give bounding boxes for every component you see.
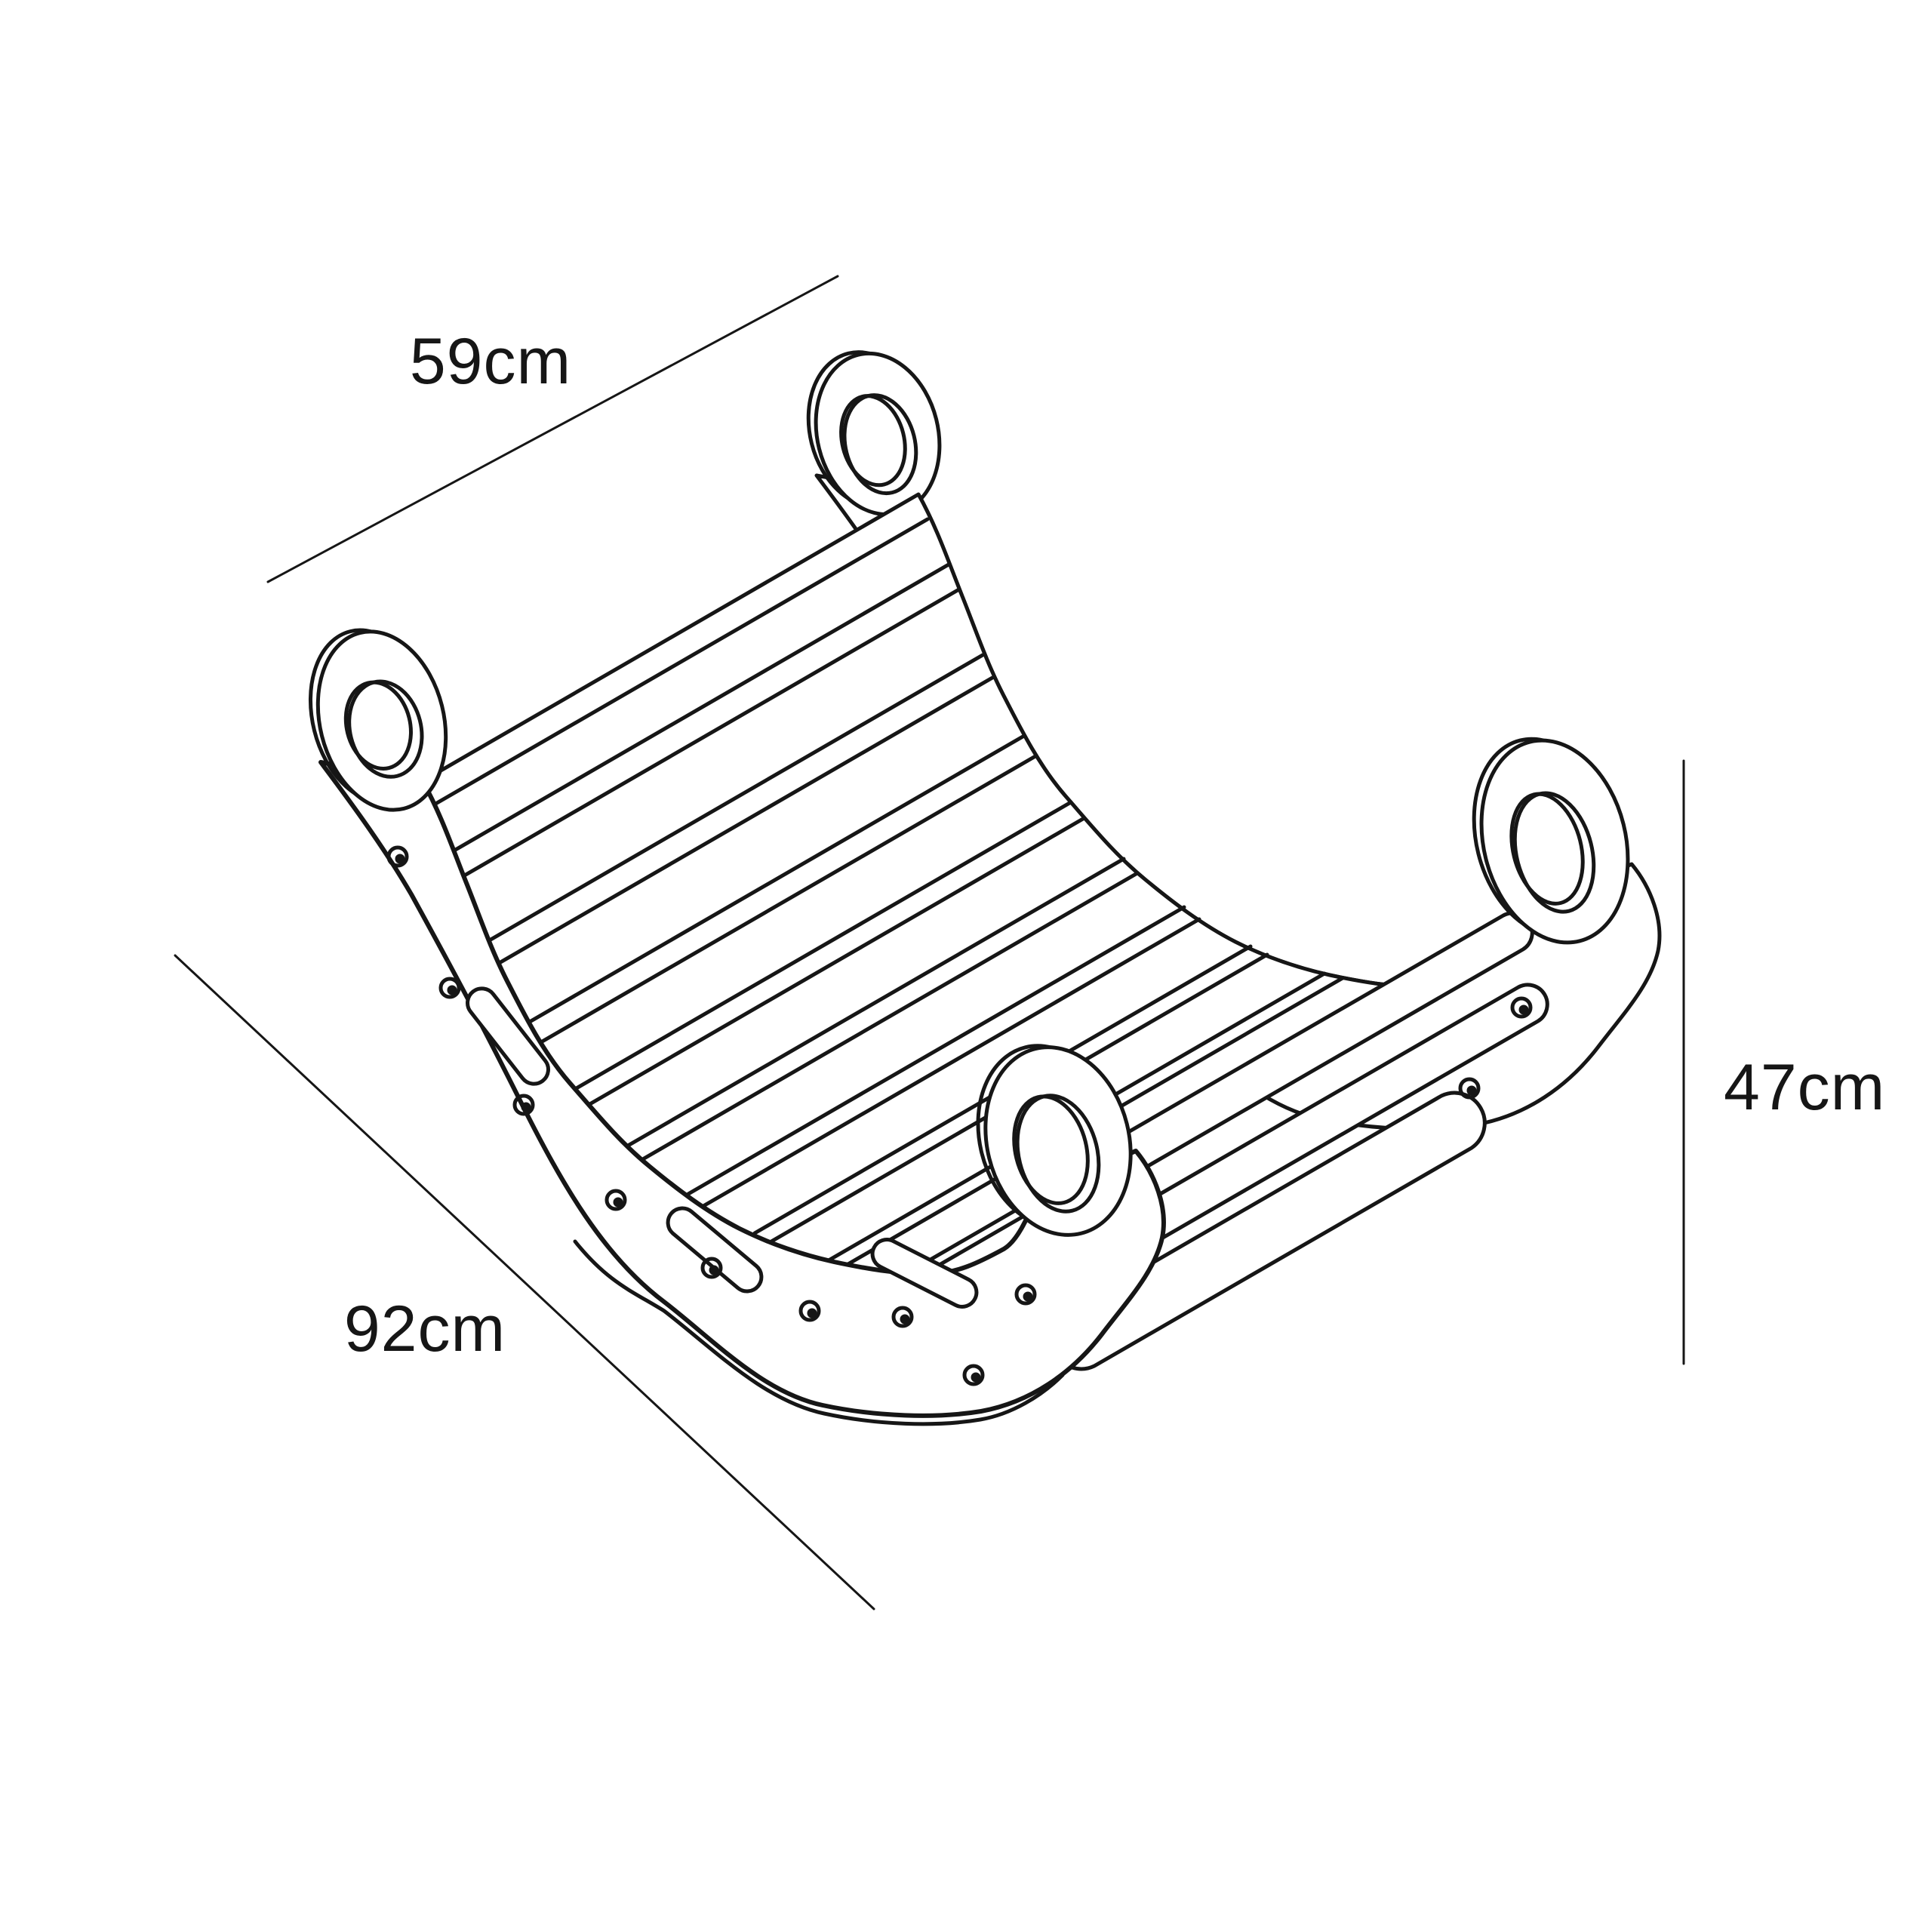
screw (605, 1189, 627, 1211)
near-panel-screws (386, 845, 1037, 1386)
ring-hole-thickness (839, 394, 907, 488)
screw (386, 845, 409, 868)
ring-hole-thickness (1509, 792, 1585, 906)
dimension-label-width: 59cm (410, 325, 571, 398)
handle-slot (466, 986, 550, 1086)
slat-line (573, 800, 1073, 1091)
screw (1458, 1077, 1481, 1100)
ring-hole-thickness (1012, 1094, 1090, 1205)
dimension-line-width (266, 275, 839, 583)
dimension-label-height: 47cm (1724, 1051, 1885, 1124)
slat-line (494, 675, 995, 967)
dimensions: 59cm 92cm 47cm (174, 275, 1885, 1611)
back-right-handle-ring (1472, 737, 1630, 945)
far-panel-screws (1458, 996, 1533, 1100)
slat-line (526, 734, 1026, 1025)
screw (962, 1364, 985, 1386)
slat-line (485, 653, 985, 944)
screw (512, 1094, 535, 1116)
slat-line (429, 517, 930, 808)
slat-line (451, 562, 951, 854)
screw (1014, 1283, 1037, 1306)
front-right-handle-ring (976, 1044, 1133, 1237)
handle-slots (466, 986, 979, 1309)
panel-bottom-thickness-edge (573, 1239, 1065, 1426)
dimension-line-length (174, 954, 875, 1611)
rocker-drawing (308, 350, 1662, 1426)
screw (1510, 996, 1533, 1019)
slat-line (585, 817, 1085, 1108)
screw (891, 1306, 914, 1328)
dimension-label-length: 92cm (344, 1293, 506, 1365)
slat-line (537, 754, 1038, 1045)
dimension-height: 47cm (1682, 759, 1885, 1365)
screw (438, 977, 461, 999)
screw (798, 1300, 821, 1322)
slat-line (639, 871, 1140, 1162)
slat-line (686, 905, 1186, 1196)
ring-hole-thickness (343, 680, 413, 771)
back-left-handle-ring (806, 350, 942, 517)
slat-line (626, 857, 1126, 1148)
dimension-width: 59cm (266, 275, 839, 583)
deck (420, 492, 1534, 1276)
handle-slot (870, 1238, 979, 1309)
dimension-length: 92cm (174, 954, 875, 1611)
slat-line (701, 917, 1201, 1208)
slat-line (460, 588, 960, 879)
screw (700, 1257, 723, 1279)
front-left-handle-ring (308, 628, 448, 812)
